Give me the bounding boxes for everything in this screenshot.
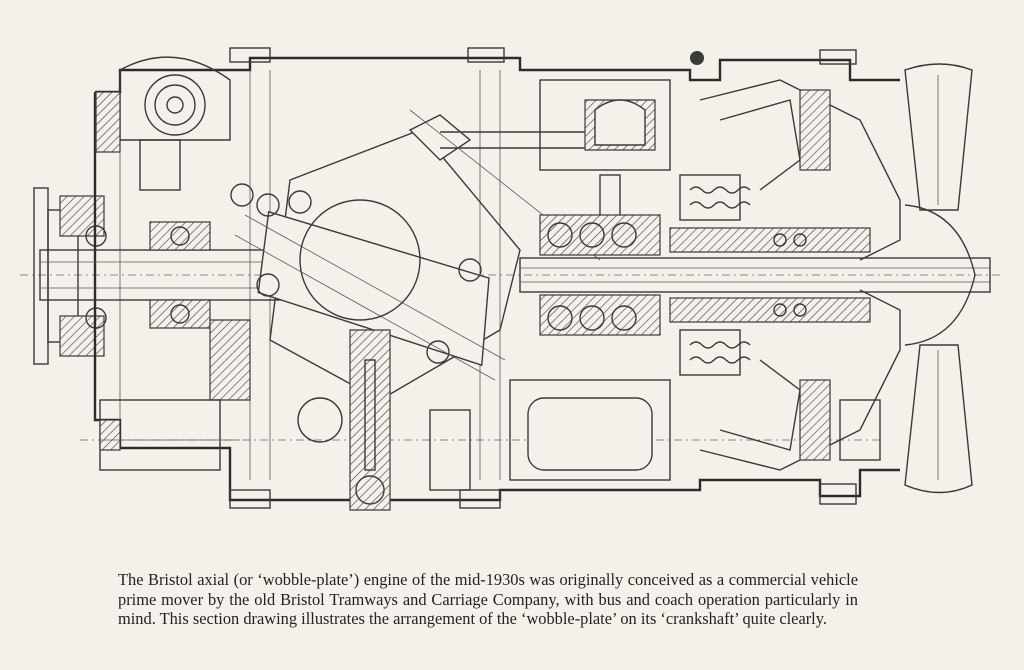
auxiliary-gear	[95, 56, 231, 191]
lower-cylinder	[349, 329, 671, 511]
fan-blade	[904, 63, 973, 494]
engine-section-drawing	[20, 47, 1000, 511]
output-shaft	[519, 214, 991, 336]
figure-caption: The Bristol axial (or ‘wobble-plate’) en…	[118, 570, 858, 629]
fan-housing	[699, 79, 976, 471]
piston	[539, 79, 671, 226]
coupling-flange	[33, 187, 107, 365]
clutch-springs	[679, 174, 751, 376]
lower-gear-train	[99, 399, 881, 491]
crankcase	[93, 47, 900, 509]
input-shaft	[39, 221, 281, 329]
